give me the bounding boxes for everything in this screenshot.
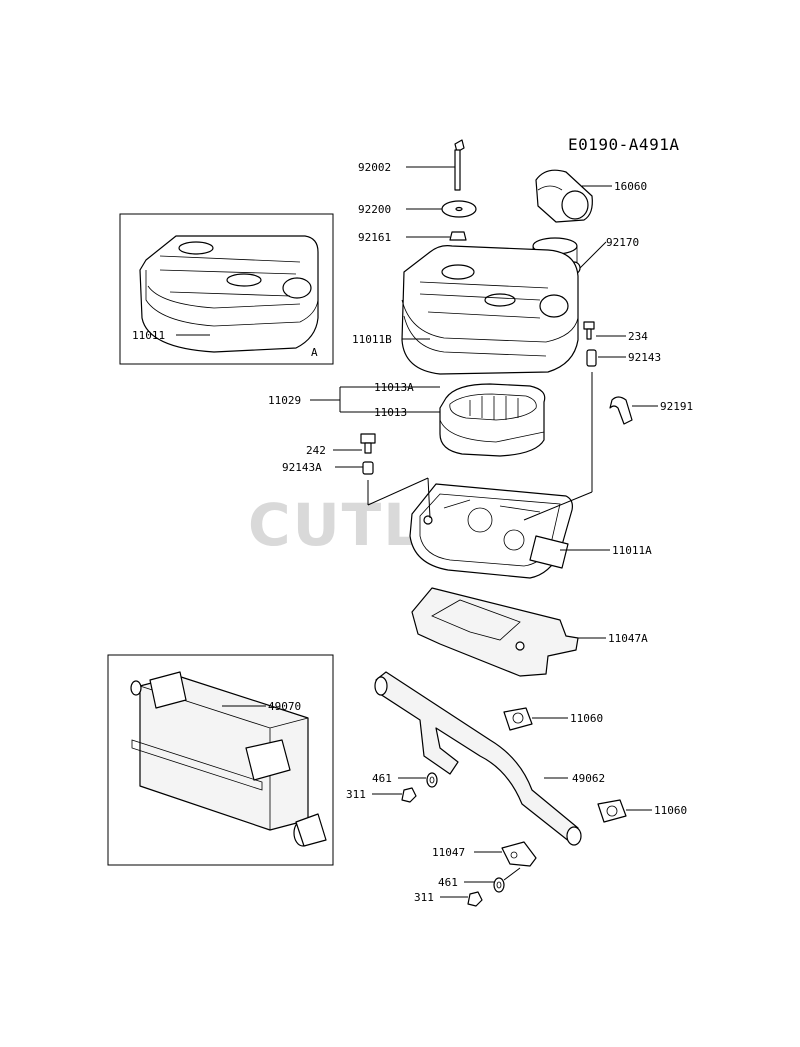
diagram-code: E0190-A491A xyxy=(568,135,679,154)
label-11011A: 11011A xyxy=(612,544,652,557)
part-242-bolt[interactable] xyxy=(360,433,376,454)
label-11060-right: 11060 xyxy=(654,804,687,817)
part-16060-elbow[interactable] xyxy=(535,169,593,223)
label-92002: 92002 xyxy=(358,161,391,174)
label-49070: 49070 xyxy=(268,700,301,713)
label-92143: 92143 xyxy=(628,351,661,364)
part-11047-bracket[interactable] xyxy=(501,841,537,867)
part-11011B-cover[interactable] xyxy=(401,245,579,375)
part-234-bolt[interactable] xyxy=(583,321,595,340)
label-92170: 92170 xyxy=(606,236,639,249)
part-11060-gasket-right[interactable] xyxy=(597,799,627,823)
part-11013-filter[interactable] xyxy=(439,383,546,457)
leader-92170 xyxy=(579,241,607,269)
label-11011B: 11011B xyxy=(352,333,392,346)
guide-242c xyxy=(427,477,431,519)
guide-92143b xyxy=(523,491,593,521)
guide-lower-studs xyxy=(503,867,521,881)
inset-box-muffler: 49070 xyxy=(107,654,334,866)
label-92191: 92191 xyxy=(660,400,693,413)
inset-a-letter: A xyxy=(311,346,318,359)
part-92200-washer[interactable] xyxy=(441,200,477,218)
label-11013: 11013 xyxy=(374,406,407,419)
part-11047A-bracket[interactable] xyxy=(411,587,579,677)
inset-box-a: A 11011 xyxy=(119,213,334,365)
part-311-nut-lower[interactable] xyxy=(467,891,483,907)
label-11047A: 11047A xyxy=(608,632,648,645)
part-49070-muffler[interactable] xyxy=(130,671,327,847)
label-11013A: 11013A xyxy=(374,381,414,394)
label-16060: 16060 xyxy=(614,180,647,193)
guide-242b xyxy=(367,477,429,506)
part-11060-gasket-top[interactable] xyxy=(503,707,533,731)
label-49062: 49062 xyxy=(572,772,605,785)
part-92143A-collar[interactable] xyxy=(362,461,374,475)
part-92002-stud[interactable] xyxy=(454,139,465,191)
label-234: 234 xyxy=(628,330,648,343)
label-461-lower: 461 xyxy=(438,876,458,889)
part-311-nut-upper[interactable] xyxy=(401,787,417,803)
label-92200: 92200 xyxy=(358,203,391,216)
part-92143-collar[interactable] xyxy=(586,349,597,367)
part-49062-pipe[interactable] xyxy=(374,671,582,846)
part-461-washer-upper[interactable] xyxy=(426,772,438,788)
label-311-upper: 311 xyxy=(346,788,366,801)
label-461-upper: 461 xyxy=(372,772,392,785)
part-92191-hose[interactable] xyxy=(609,396,633,425)
label-11029: 11029 xyxy=(268,394,301,407)
label-311-lower: 311 xyxy=(414,891,434,904)
part-461-washer-lower[interactable] xyxy=(493,877,505,893)
label-11047: 11047 xyxy=(432,846,465,859)
label-92161: 92161 xyxy=(358,231,391,244)
label-11011: 11011 xyxy=(132,329,165,342)
label-92143A: 92143A xyxy=(282,461,322,474)
label-242: 242 xyxy=(306,444,326,457)
part-92161-nut[interactable] xyxy=(449,231,467,241)
part-11011A-base[interactable] xyxy=(409,483,573,579)
label-11060-top: 11060 xyxy=(570,712,603,725)
part-11011-cover[interactable] xyxy=(139,235,319,353)
